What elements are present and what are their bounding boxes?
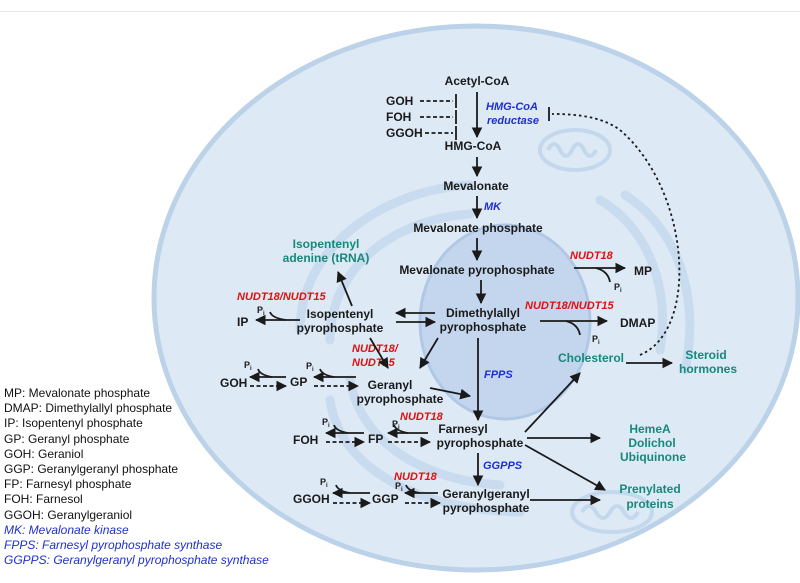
legend-item: MK: Mevalonate kinase [4,522,129,537]
ip-label: IP [237,315,248,329]
svg-text:Pi: Pi [322,417,330,429]
hemea-label: HemeA [629,422,671,436]
svg-text:Pi: Pi [395,481,403,493]
legend-item: IP: Isopentenyl phosphate [4,416,143,431]
dolichol-label: Dolichol [628,436,675,450]
nudt18-gpp-label-2: NUDT15 [352,357,396,369]
nudt18-ggpp-label: NUDT18 [394,471,438,483]
legend-item: GGP: Geranylgeranyl phosphate [4,462,179,477]
foh-label: FOH [293,433,318,447]
legend-item: FOH: Farnesol [4,492,83,507]
ggpp-label-2: pyrophosphate [443,501,530,515]
legend-item: GOH: Geraniol [4,446,84,461]
fp-label: FP [368,432,383,446]
mitochondrion-bottom [570,490,654,534]
farnesyl-pp-label-2: pyrophosphate [437,436,524,450]
svg-text:Pi: Pi [320,477,328,489]
steroid-hormones-label-1: Steroid [685,348,726,362]
ggpps-label: GGPPS [483,460,523,472]
svg-text:Pi: Pi [614,282,622,294]
legend-item: GP: Geranyl phosphate [4,431,130,446]
geranyl-pp-label-2: pyrophosphate [357,392,444,406]
endoplasmic-reticulum [295,180,695,517]
mevalonate-label: Mevalonate [443,179,509,193]
farnesyl-pp-label-1: Farnesyl [438,422,487,436]
hmg-coa-label: HMG-CoA [445,139,502,153]
nudt18-15-dmapp-label: NUDT18/NUDT15 [525,300,615,312]
svg-text:Pi: Pi [592,334,600,346]
nudt18-fpp-label: NUDT18 [400,411,444,423]
hmg-coa-reductase-label-2: reductase [487,115,539,127]
acetyl-coa-label: Acetyl-CoA [445,74,510,88]
svg-text:Pi: Pi [392,419,400,431]
svg-text:Pi: Pi [244,360,252,372]
mk-label: MK [484,201,502,213]
legend-item: GGOH: Geranylgeraniol [4,507,133,522]
svg-text:Pi: Pi [257,305,265,317]
ggoh-label: GGOH [293,492,330,506]
prenylated-proteins-label-1: Prenylated [619,482,680,496]
foh-top-label: FOH [386,110,411,124]
legend-item: FPPS: Farnesyl pyrophosphate synthase [4,538,223,553]
goh-label: GOH [220,376,247,390]
phosphate-labels: Pi Pi Pi Pi Pi Pi Pi Pi Pi [244,282,622,493]
ggp-label: GGP [372,492,399,506]
goh-top-label: GOH [386,94,413,108]
gp-label: GP [290,375,307,389]
nudt18-mvpp-label: NUDT18 [570,250,614,262]
legend-item: FP: Farnesyl phosphate [4,477,132,492]
svg-text:Pi: Pi [306,361,314,373]
nudt18-15-ipp-label: NUDT18/NUDT15 [237,291,327,303]
isopentenyl-adenine-label-2: adenine (tRNA) [283,251,370,265]
top-divider [0,11,800,12]
prenylated-proteins-label-2: proteins [626,497,674,511]
mitochondrion-top [538,128,612,172]
mevalonate-pyrophosphate-label: Mevalonate pyrophosphate [399,263,555,277]
hmg-coa-reductase-label-1: HMG-CoA [486,101,538,113]
dmap-label: DMAP [620,316,655,330]
ggpp-label-1: Geranylgeranyl [442,487,529,501]
dimethylallyl-pp-label-1: Dimethylallyl [446,306,520,320]
ubiquinone-label: Ubiquinone [620,450,686,464]
cholesterol-label: Cholesterol [558,351,624,365]
legend-item: DMAP: Dimethylallyl phosphate [4,401,173,416]
legend-item: MP: Mevalonate phosphate [4,386,151,400]
isopentenyl-pp-label-2: pyrophosphate [297,321,384,335]
isopentenyl-pp-label-1: Isopentenyl [307,307,374,321]
steroid-hormones-label-2: hormones [679,362,737,376]
mp-label: MP [634,264,652,278]
isopentenyl-adenine-label-1: Isopentenyl [293,237,360,251]
pathway-arrows [248,92,681,509]
geranyl-pp-label-1: Geranyl [368,378,413,392]
dimethylallyl-pp-label-2: pyrophosphate [440,320,527,334]
fpps-label: FPPS [484,369,513,381]
legend-item: GGPPS: Geranylgeranyl pyrophosphate synt… [4,553,269,568]
ggoh-top-label: GGOH [386,126,423,140]
mevalonate-phosphate-label: Mevalonate phosphate [413,221,543,235]
